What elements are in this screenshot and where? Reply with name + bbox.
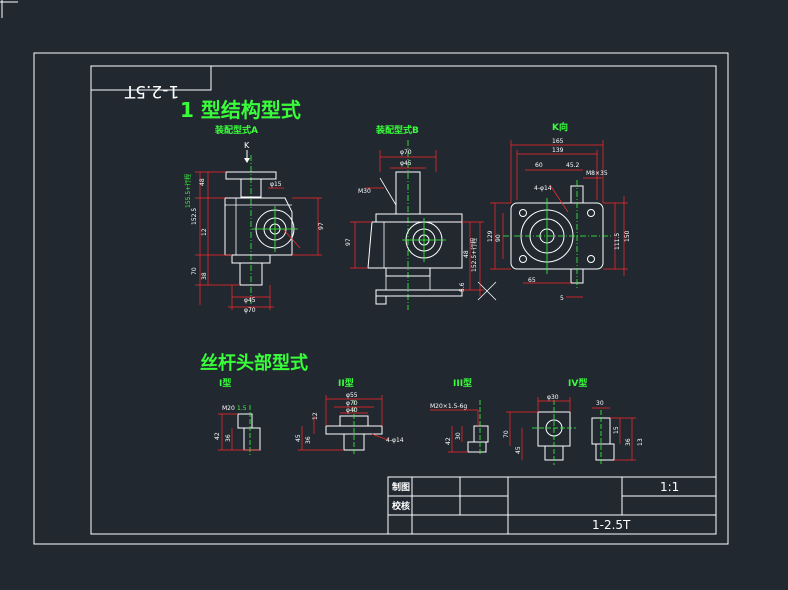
screw-head-type-3: III型 M20×1.5-6g 42 30 <box>430 377 489 456</box>
type-3-dim-c: 30 <box>455 432 462 440</box>
view-k-dim-w3: 60 <box>535 162 543 169</box>
type-4-dim-d: 45 <box>515 446 522 454</box>
type-2-dim-e: 12 <box>312 412 319 420</box>
type-4-label: IV型 <box>568 377 587 389</box>
section-heading: 丝杆头部型式 <box>200 352 308 374</box>
type-2-label: II型 <box>338 377 354 389</box>
view-b-dim-d1: φ70 <box>400 149 412 156</box>
view-k-dim-h3: 111.5 <box>614 233 621 250</box>
view-b: 装配型式B <box>345 124 497 310</box>
type-2-dim-c: φ40 <box>346 407 358 414</box>
type-4-dim-a: φ30 <box>547 394 559 401</box>
view-a-dim-s1: φ15 <box>270 181 282 188</box>
view-b-dim-h2: 48 <box>463 250 470 258</box>
view-k-dim-w1: 165 <box>552 138 564 145</box>
view-b-dim-d2: φ45 <box>400 160 412 167</box>
corner-marks <box>0 0 18 18</box>
view-k: K向 <box>487 121 631 302</box>
view-b-dim-h4: 5.6 <box>459 282 466 292</box>
view-a-dim-span: 155.5+行程 <box>184 174 192 208</box>
outer-border <box>33 52 729 545</box>
view-a-dim-r1: 97 <box>318 222 325 230</box>
view-k-dim-h4: 150 <box>624 230 631 242</box>
title-block-row2-label: 校核 <box>392 500 410 512</box>
view-a-dim-h2: 152.5 <box>191 208 198 225</box>
view-k-dim-b2: 5 <box>560 295 564 302</box>
view-a-dim-d2: φ70 <box>244 307 256 314</box>
view-a-dim-h5: 38 <box>201 272 208 280</box>
view-a-dim-d1: φ45 <box>244 297 256 304</box>
type-2-dim-d: 4-φ14 <box>386 437 404 444</box>
view-b-label: 装配型式B <box>375 124 419 136</box>
type-1-dim-a: M20 <box>222 405 235 412</box>
type-1-dim-d: 36 <box>225 434 232 442</box>
type-2-dim-f: 45 <box>295 434 302 442</box>
type-2-dim-b: φ70 <box>346 400 358 407</box>
type-4-dim-g: 13 <box>637 438 644 446</box>
view-k-dim-w4: 45.2 <box>566 162 580 169</box>
view-k-label: K向 <box>552 121 568 133</box>
type-4-dim-e: 15 <box>613 426 620 434</box>
type-4-dim-c: 70 <box>503 430 510 438</box>
view-k-dim-b1: 65 <box>528 277 536 284</box>
view-b-dim-h1: 97 <box>345 238 352 246</box>
view-b-dim-w1: M30 <box>358 188 371 195</box>
view-a-dim-h1: 48 <box>199 178 206 186</box>
view-k-dim-ang: M8×35 <box>586 170 608 177</box>
type-3-dim-a: M20×1.5-6g <box>430 403 467 410</box>
view-a-label: 装配型式A <box>214 124 258 136</box>
main-heading: 1 型结构型式 <box>180 98 301 122</box>
mirrored-title-box: 1-2.5T <box>90 65 212 101</box>
title-block <box>387 476 717 535</box>
title-block-scale: 1:1 <box>660 480 679 494</box>
view-a-dim-h3: 12 <box>201 228 208 236</box>
screw-head-type-2: II型 φ55 φ70 φ40 4-φ14 12 45 36 <box>295 377 404 455</box>
view-k-dim-hole: 4-φ14 <box>534 185 552 192</box>
mirrored-title: 1-2.5T <box>124 81 179 101</box>
type-2-dim-a: φ55 <box>346 392 358 399</box>
title-block-row1-label: 制图 <box>392 481 410 493</box>
type-3-dim-b: 42 <box>445 437 452 445</box>
type-4-dim-f: 36 <box>625 438 632 446</box>
screw-head-type-4: IV型 φ30 30 70 45 15 36 <box>503 377 644 465</box>
type-4-dim-b: 30 <box>596 400 604 407</box>
view-a-dim-h4: 70 <box>191 267 198 275</box>
screw-head-type-1: I型 M20 1.5 42 36 <box>214 377 261 455</box>
inner-border <box>90 65 717 535</box>
view-k-dim-h1: 129 <box>487 230 494 242</box>
view-a-arrow-label: K <box>244 141 250 150</box>
type-3-label: III型 <box>453 377 472 389</box>
type-1-label: I型 <box>219 377 231 389</box>
view-k-dim-h2: 90 <box>495 234 502 242</box>
type-2-dim-g: 36 <box>305 436 312 444</box>
view-b-dim-h3: 152.5+行程 <box>470 238 478 272</box>
view-k-dim-w2: 139 <box>552 147 564 154</box>
type-1-dim-c: 42 <box>214 432 221 440</box>
title-block-drawing-no: 1-2.5T <box>592 518 631 532</box>
type-1-dim-b: 1.5 <box>237 405 247 412</box>
view-a: 装配型式A K <box>184 124 325 314</box>
